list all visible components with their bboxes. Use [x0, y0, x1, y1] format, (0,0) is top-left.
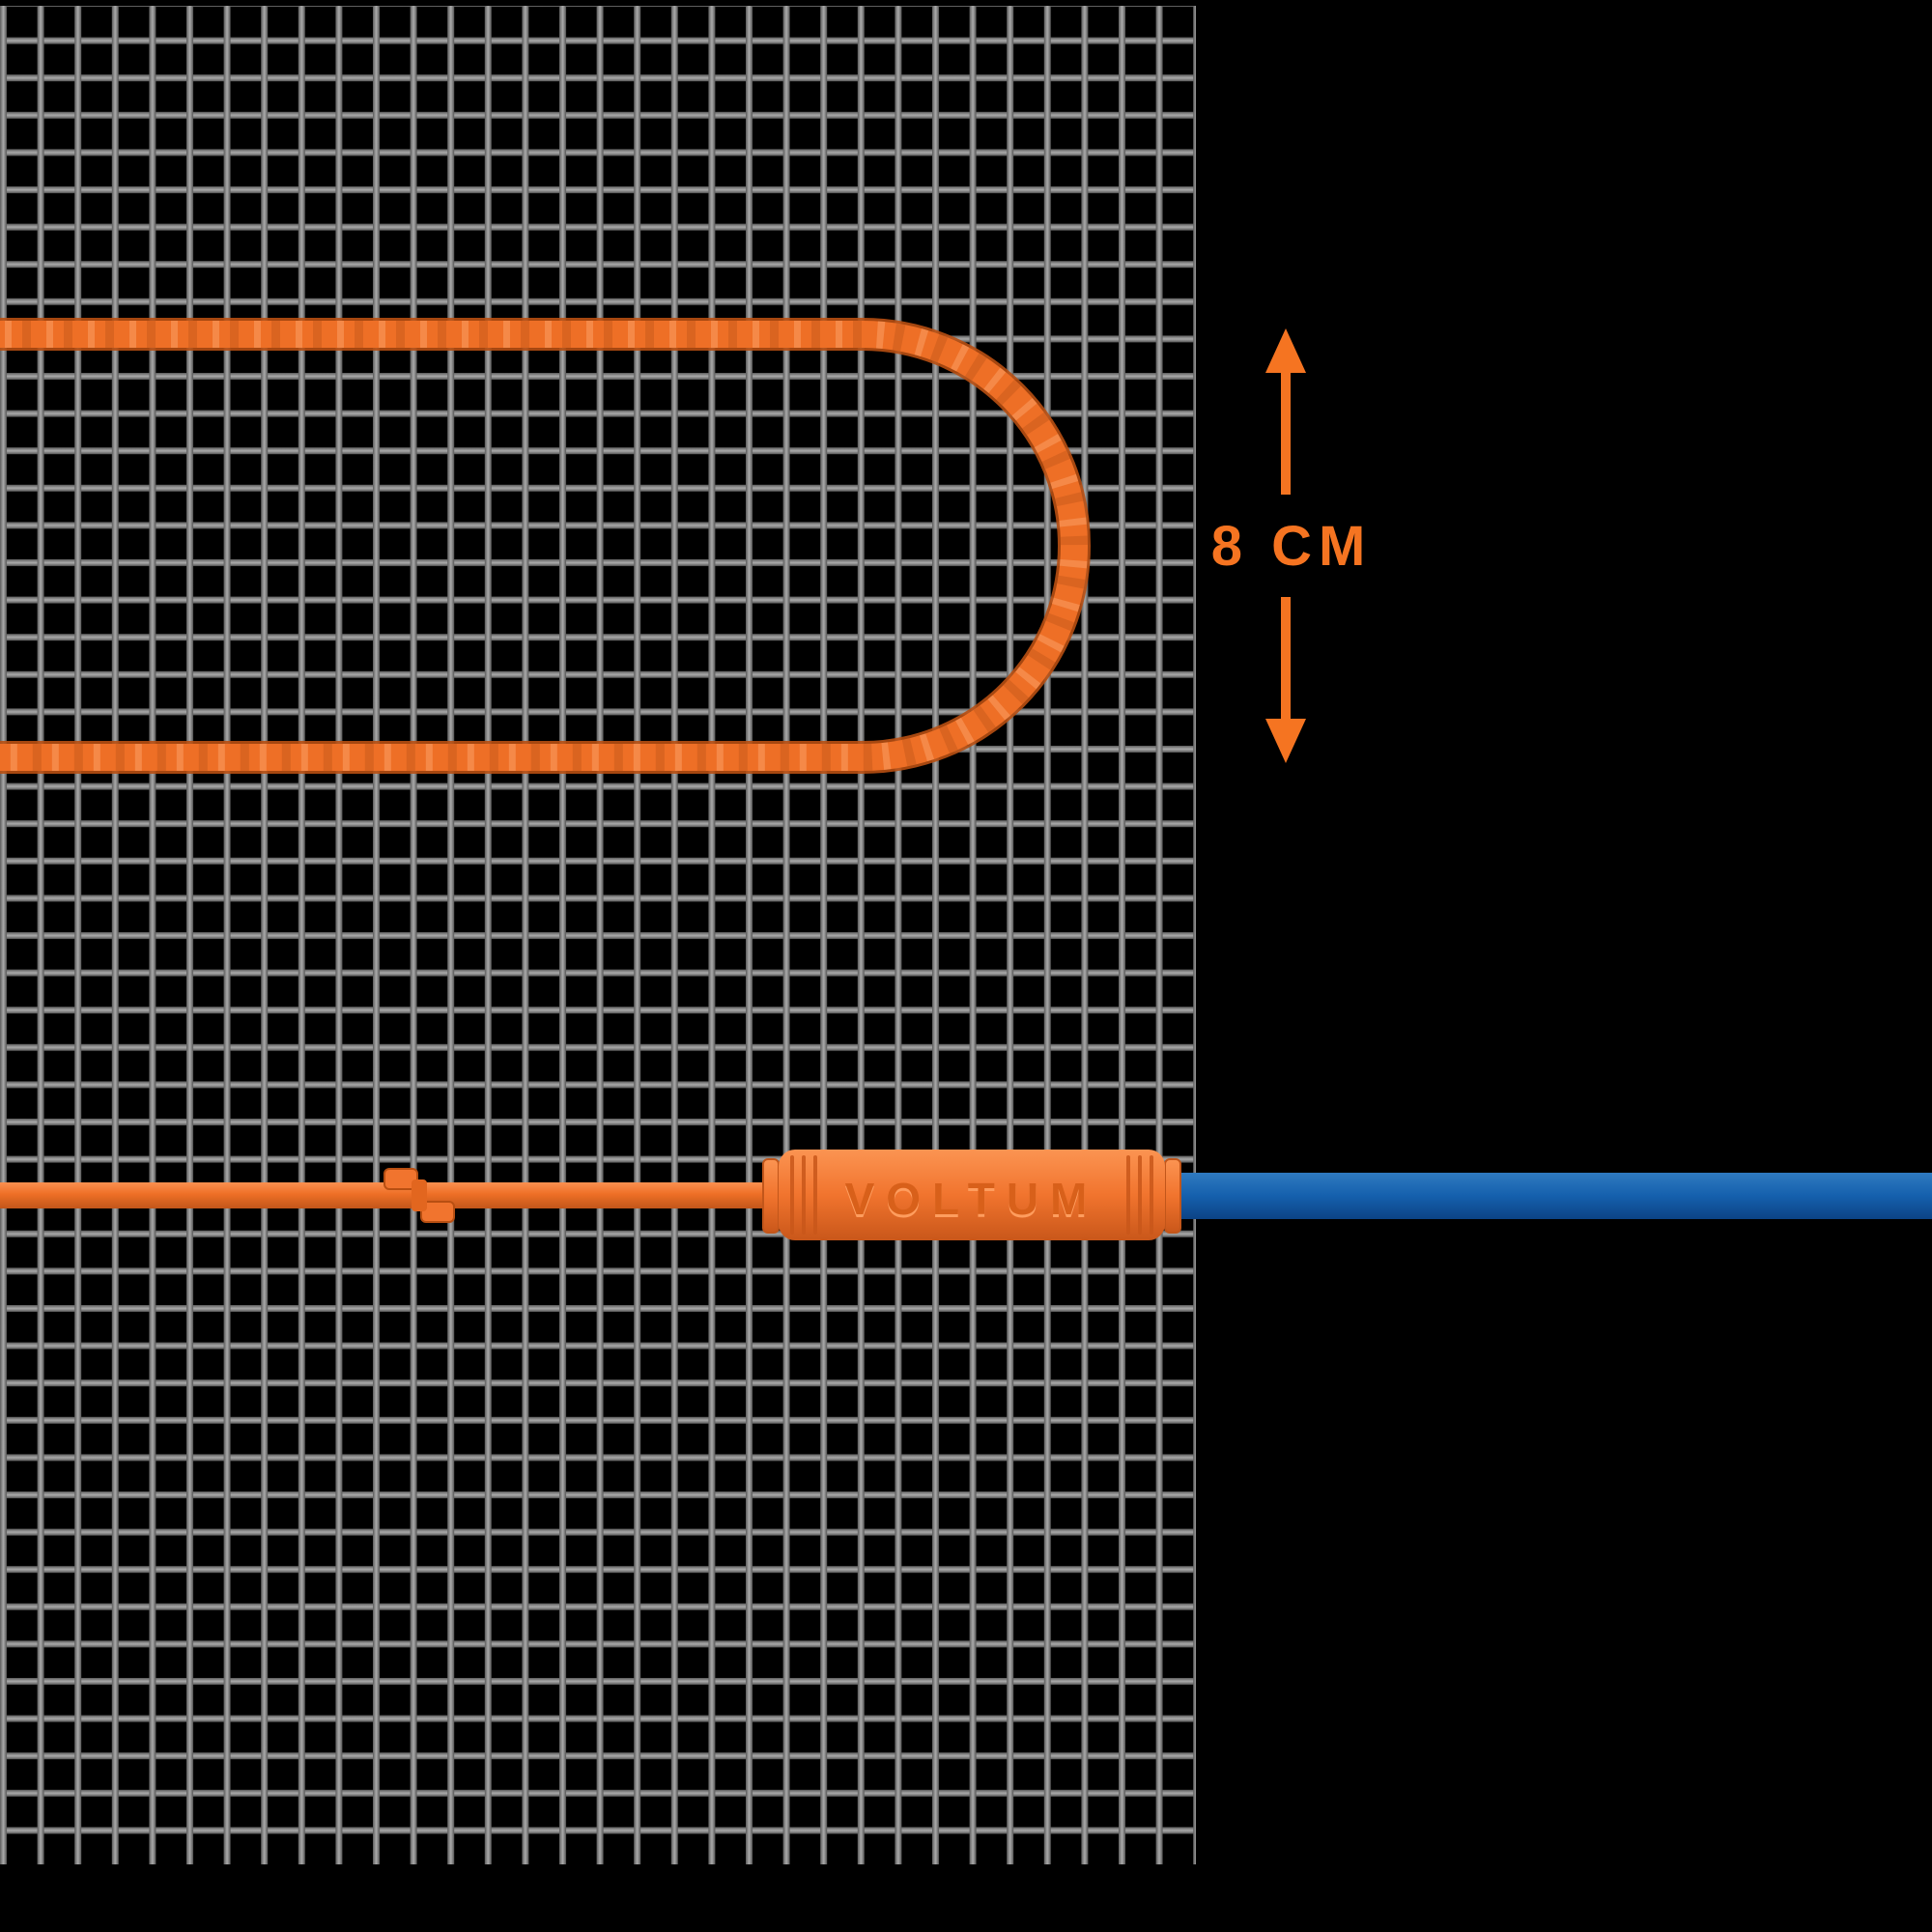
sleeve-ribs: [790, 1155, 1153, 1235]
mesh-grid: [0, 6, 1196, 1864]
brand-label: VOLTUM: [845, 1174, 1099, 1224]
dimension-arrow-down: [1265, 597, 1306, 763]
heating-cable: [0, 318, 1091, 774]
splice-connector: [384, 1168, 455, 1223]
junction-sleeve: VOLTUM VOLTUM: [762, 1150, 1181, 1240]
dimension-arrow-up: [1265, 328, 1306, 495]
cold-lead-assembly: VOLTUM VOLTUM: [0, 1150, 1932, 1240]
cold-lead-cable: [1169, 1173, 1932, 1219]
dimension-annotation: 8 CM: [1211, 328, 1373, 763]
lead-cable: [0, 1182, 792, 1208]
spacing-label: 8 CM: [1211, 515, 1373, 578]
brand-label-highlight: VOLTUM: [845, 1177, 1099, 1227]
